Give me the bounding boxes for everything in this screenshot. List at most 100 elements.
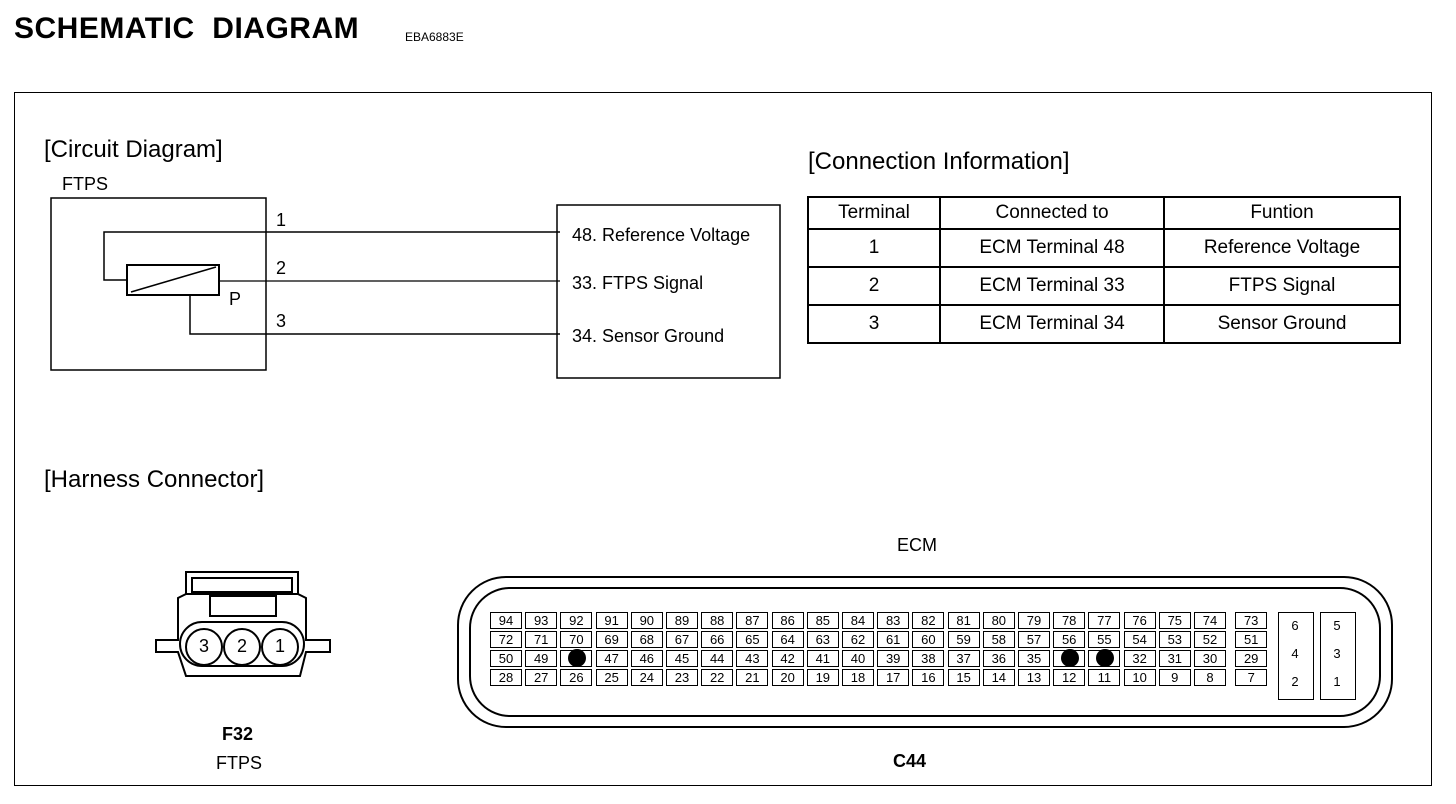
ecm-pin: 54 (1123, 631, 1156, 648)
ecm-pin: 81 (947, 612, 980, 629)
column-header: Funtion (1163, 196, 1401, 230)
ecm-pin: 26 (560, 669, 593, 686)
ecm-pin: 49 (525, 650, 558, 667)
ecm-pin: 77 (1088, 612, 1121, 629)
column-header: Connected to (939, 196, 1165, 230)
ecm-pin: 33 (1088, 649, 1121, 667)
ftps-box (50, 197, 267, 371)
ecm-pin: 38 (912, 650, 945, 667)
ecm-pin: 51 (1235, 631, 1268, 648)
ecm-pin: 30 (1194, 650, 1226, 667)
connection-table: Terminal Connected to Funtion 1 ECM Term… (807, 196, 1401, 344)
wire-2-pin-label: 2 (276, 258, 287, 278)
ecm-pin: 25 (595, 669, 628, 686)
ecm-pin: 45 (666, 650, 698, 667)
ecm-pin: 10 (1123, 669, 1156, 686)
ecm-pin: 52 (1194, 631, 1226, 648)
ecm-pin: 75 (1158, 612, 1191, 629)
ecm-pin: 19 (806, 669, 839, 686)
document-code: EBA6883E (405, 30, 464, 44)
ecm-pin: 5 (1333, 618, 1341, 633)
ecm-pin: 71 (525, 631, 558, 648)
ecm-pin: 34 (1053, 649, 1086, 667)
table-cell: FTPS Signal (1163, 266, 1401, 306)
ecm-pin: 69 (595, 631, 628, 648)
ecm-pin: 90 (630, 612, 663, 629)
table-cell: 2 (807, 266, 941, 306)
ecm-pin: 22 (701, 669, 734, 686)
ecm-pin-group-box (1278, 612, 1314, 700)
ecm-pin: 41 (806, 650, 839, 667)
ecm-pin: 64 (771, 631, 804, 648)
harness-connector-heading: [Harness Connector] (44, 466, 265, 493)
wire-1 (103, 231, 560, 281)
table-row: 3 ECM Terminal 34 Sensor Ground (807, 304, 1401, 344)
ecm-pin: 48 (560, 649, 593, 667)
ecm-pin: 14 (982, 669, 1015, 686)
ecm-pin: 60 (912, 631, 945, 648)
page-title: SCHEMATIC DIAGRAM (14, 12, 360, 45)
ecm-ftps-signal-label: 33. FTPS Signal (572, 273, 704, 293)
ecm-pin: 44 (701, 650, 734, 667)
ecm-pin: 7 (1235, 669, 1268, 686)
ecm-pin: 67 (666, 631, 698, 648)
ecm-pin: 17 (877, 669, 910, 686)
ecm-pin: 56 (1053, 631, 1086, 648)
ecm-connector-outer (457, 576, 1393, 728)
ecm-pin: 63 (806, 631, 839, 648)
ecm-pin: 72 (490, 631, 522, 648)
ecm-pin: 39 (877, 650, 910, 667)
table-cell: 1 (807, 228, 941, 268)
table-cell: 3 (807, 304, 941, 344)
ecm-connector-code: C44 (893, 751, 927, 771)
ecm-pin: 24 (630, 669, 663, 686)
ecm-pin: 1 (1333, 674, 1341, 689)
ecm-pin: 29 (1235, 650, 1268, 667)
wire-3 (189, 295, 560, 335)
ftps-harness-connector (155, 571, 331, 677)
table-cell: ECM Terminal 34 (939, 304, 1165, 344)
ecm-pin: 93 (525, 612, 558, 629)
table-cell: ECM Terminal 33 (939, 266, 1165, 306)
ecm-pin: 66 (701, 631, 734, 648)
wiper-line (130, 266, 217, 293)
table-cell: Reference Voltage (1163, 228, 1401, 268)
ecm-pin: 92 (560, 612, 593, 629)
ecm-pin: 84 (842, 612, 874, 629)
ecm-pin: 23 (666, 669, 698, 686)
ftps-pin-2-label: 2 (236, 636, 247, 656)
ecm-pin: 43 (736, 650, 769, 667)
ecm-pin: 37 (947, 650, 980, 667)
ecm-pin: 11 (1088, 669, 1121, 686)
ecm-pin: 78 (1053, 612, 1086, 629)
ecm-pin: 42 (771, 650, 804, 667)
ecm-pin: 55 (1088, 631, 1121, 648)
ecm-pin: 27 (525, 669, 558, 686)
ecm-pin: 58 (982, 631, 1015, 648)
ecm-pin: 9 (1158, 669, 1191, 686)
ecm-pin: 59 (947, 631, 980, 648)
ecm-pin: 80 (982, 612, 1015, 629)
ecm-pin: 94 (490, 612, 522, 629)
ecm-pin: 18 (842, 669, 874, 686)
ecm-pin: 8 (1194, 669, 1226, 686)
ftps-pin-1-label: 1 (274, 636, 285, 656)
ecm-pin: 47 (595, 650, 628, 667)
ecm-pin: 36 (982, 650, 1015, 667)
ecm-pin: 89 (666, 612, 698, 629)
ecm-pin: 74 (1194, 612, 1226, 629)
ecm-pin: 28 (490, 669, 522, 686)
ecm-pin: 53 (1158, 631, 1191, 648)
wiper-label: P (229, 289, 242, 309)
ecm-pin: 73 (1235, 612, 1268, 629)
ecm-pin: 62 (842, 631, 874, 648)
wire-1-pin-label: 1 (276, 210, 287, 230)
ecm-pin: 4 (1291, 646, 1299, 661)
ecm-pin: 12 (1053, 669, 1086, 686)
table-cell: Sensor Ground (1163, 304, 1401, 344)
table-row: 1 ECM Terminal 48 Reference Voltage (807, 228, 1401, 268)
ecm-pin: 46 (630, 650, 663, 667)
ecm-pin: 3 (1333, 646, 1341, 661)
ecm-pin: 31 (1158, 650, 1191, 667)
